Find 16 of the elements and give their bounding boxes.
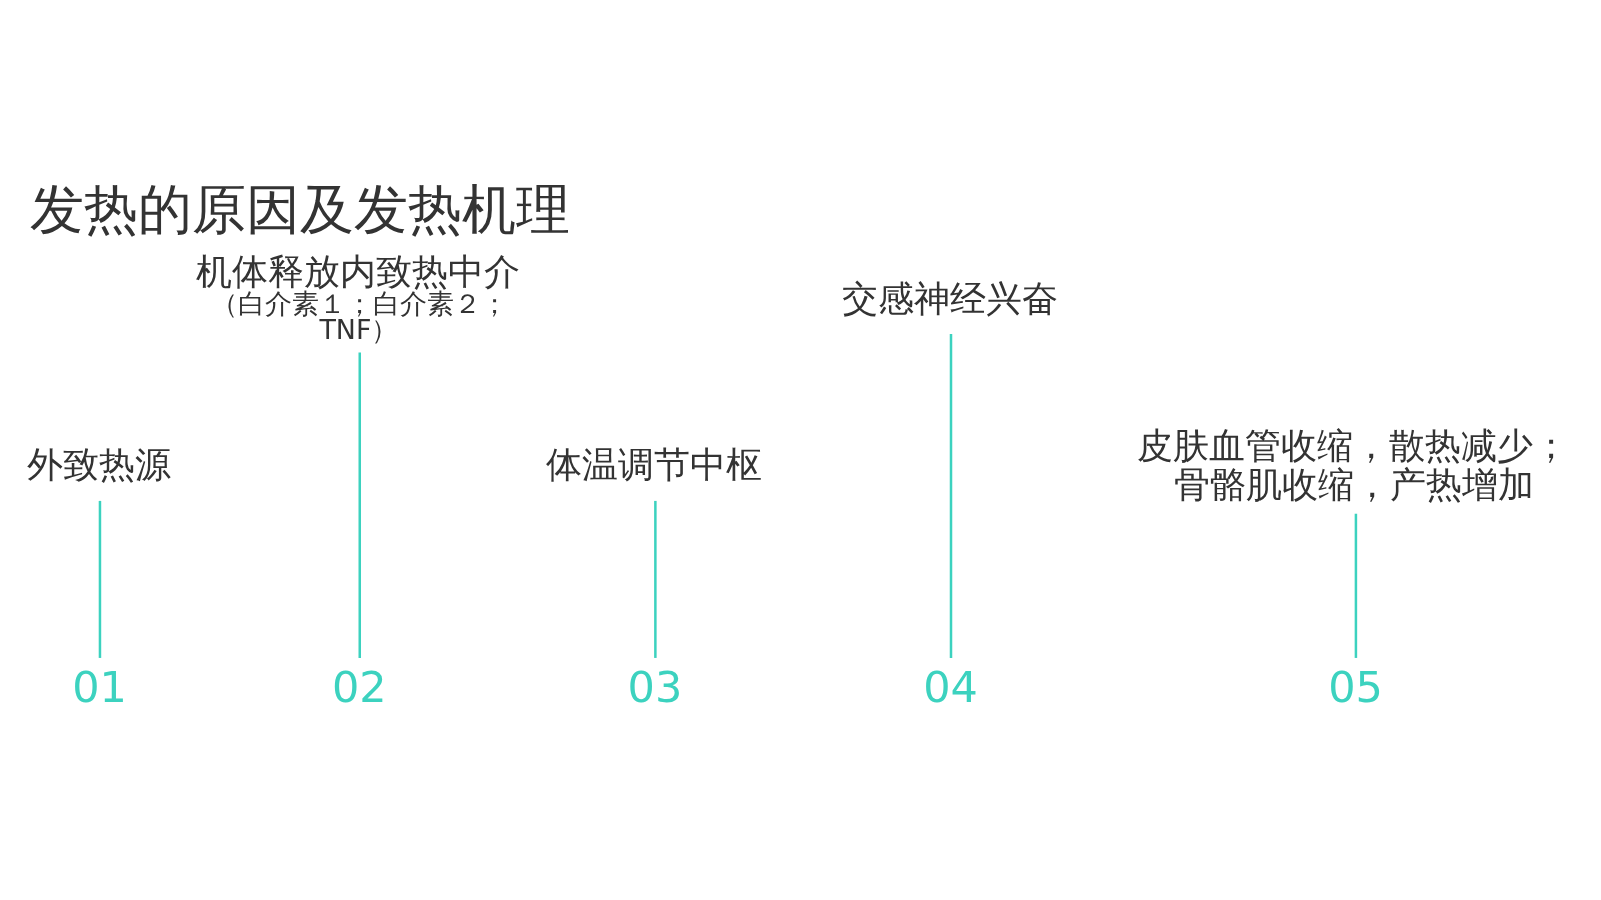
node-text: 04 [923, 661, 978, 712]
connector [1354, 513, 1358, 658]
connector [358, 351, 361, 658]
node-text: 05 [1328, 661, 1383, 712]
node-text: 外致热源 [26, 443, 171, 485]
node-text: 交感神经兴奋 [841, 277, 1058, 319]
node-text: 体温调节中枢 [546, 443, 763, 485]
node-text: 机体释放内致热中介 （白介素１；白介素２；TNF） [195, 250, 520, 345]
connector [949, 333, 953, 658]
diagram-title: 发热的原因及发热机理 [29, 177, 570, 241]
connector [98, 500, 102, 658]
node-text: 02 [331, 661, 387, 712]
node-text: 皮肤血管收缩，散热减少；骨骼肌收缩，产热增加 [1137, 424, 1570, 505]
connector [654, 500, 657, 658]
node-text: 03 [627, 661, 683, 712]
node-text: 01 [72, 661, 127, 712]
